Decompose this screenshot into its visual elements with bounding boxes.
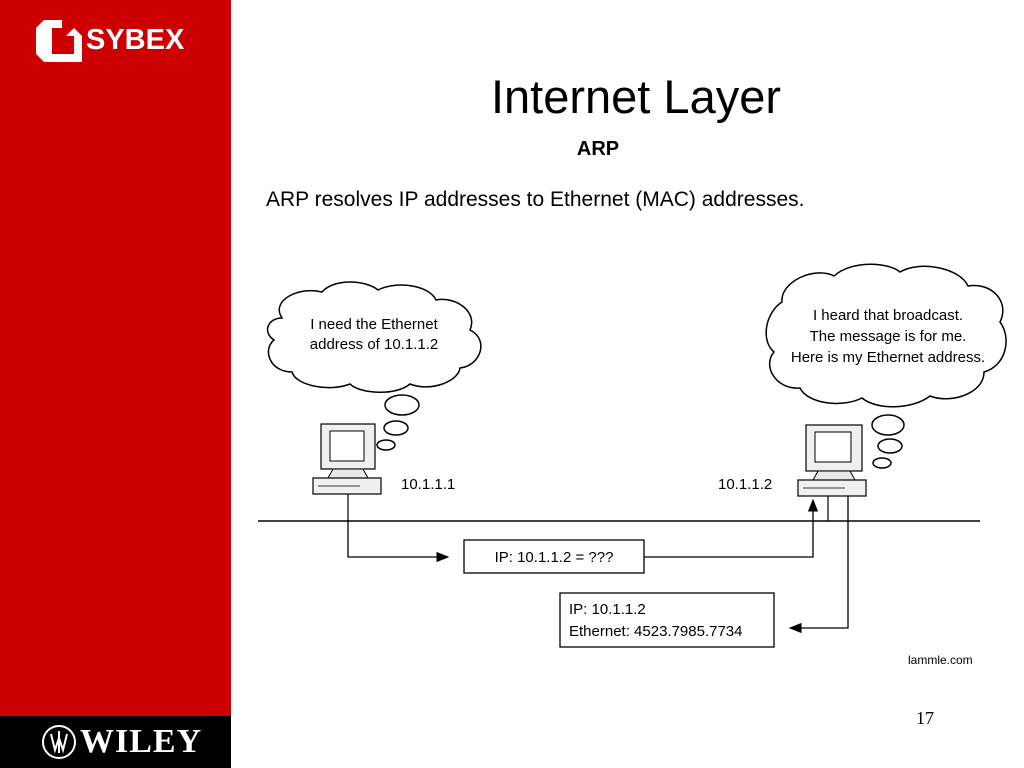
slide-body-text: ARP resolves IP addresses to Ethernet (M… (266, 188, 805, 211)
wiley-mark-icon (42, 725, 76, 759)
sybex-logo-text: SYBEX (86, 24, 185, 56)
reply-box-line-1: IP: 10.1.1.2 (569, 601, 646, 618)
page-number: 17 (916, 708, 934, 728)
wiley-logo-text: WILEY (80, 723, 203, 760)
left-host-ip: 10.1.1.1 (401, 476, 455, 493)
right-thought-line-3: Here is my Ethernet address. (791, 349, 985, 366)
sybex-logo-icon (36, 20, 82, 62)
right-thought-line-1: I heard that broadcast. (813, 307, 963, 324)
left-thought-line-1: I need the Ethernet (310, 316, 438, 333)
credit-text: lammle.com (908, 653, 973, 667)
request-box (463, 539, 645, 574)
request-box-text: IP: 10.1.1.2 = ??? (495, 549, 614, 566)
reply-box (559, 592, 775, 648)
right-thought-line-2: The message is for me. (810, 328, 967, 345)
reply-arrow (788, 496, 849, 634)
left-thought-line-2: address of 10.1.1.2 (310, 336, 438, 353)
sidebar-band (0, 0, 231, 768)
right-thought-cloud: I heard that broadcast. The message is f… (765, 263, 1007, 469)
request-arrow-left (347, 520, 450, 563)
left-thought-cloud: I need the Ethernet address of 10.1.1.2 (266, 281, 482, 451)
reply-box-line-2: Ethernet: 4523.7985.7734 (569, 623, 742, 640)
left-computer-icon (312, 423, 382, 520)
right-computer-icon (797, 424, 867, 497)
slide-title: Internet Layer (490, 70, 781, 123)
right-host-ip: 10.1.1.2 (718, 476, 772, 493)
footer-band (0, 716, 231, 768)
sybex-logo (30, 14, 200, 70)
slide-subtitle: ARP (576, 138, 620, 160)
request-arrow-right (644, 498, 819, 558)
